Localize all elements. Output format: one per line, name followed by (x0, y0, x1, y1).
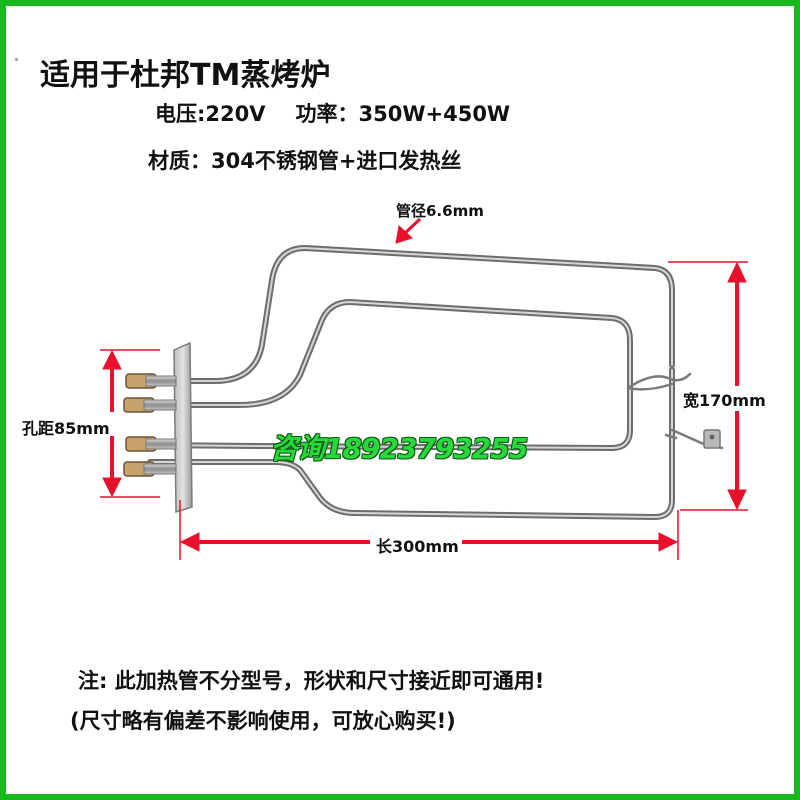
width-dimension-arrow (668, 261, 748, 511)
spec-power: 功率：350W+450W (295, 102, 511, 126)
tube-diameter-pointer (395, 217, 422, 244)
terminal-ends (123, 373, 177, 477)
mounting-plate (173, 341, 193, 514)
compatibility-note: 注: 此加热管不分型号，形状和尺寸接近即可通用! (78, 669, 545, 693)
spec-material: 材质：304不锈钢管+进口发热丝 (148, 149, 462, 173)
product-title: 适用于杜邦TM蒸烤炉 (40, 58, 331, 93)
mounting-tab (703, 429, 721, 449)
spec-line-electrical: 电压:220V 功率：350W+450W (155, 98, 510, 128)
tolerance-note: (尺寸略有偏差不影响使用，可放心购买!) (70, 709, 456, 733)
hole-distance-label: 孔距85mm (22, 415, 110, 439)
terminal (125, 373, 177, 389)
inner-heating-tube (147, 299, 633, 451)
outer-heating-tube (147, 245, 675, 520)
hole-distance-dimension-arrow (100, 349, 160, 498)
terminal (125, 436, 177, 452)
width-label: 宽170mm (683, 387, 766, 411)
terminal (123, 461, 177, 477)
spec-voltage: 电压:220V (155, 102, 266, 126)
length-dimension-arrow (179, 500, 679, 560)
length-label: 长300mm (373, 533, 462, 557)
terminal (123, 397, 177, 413)
tube-diameter-label: 管径6.6mm (396, 202, 484, 220)
contact-watermark: 咨询18923793255 (270, 432, 528, 465)
decorative-dot (15, 58, 18, 61)
